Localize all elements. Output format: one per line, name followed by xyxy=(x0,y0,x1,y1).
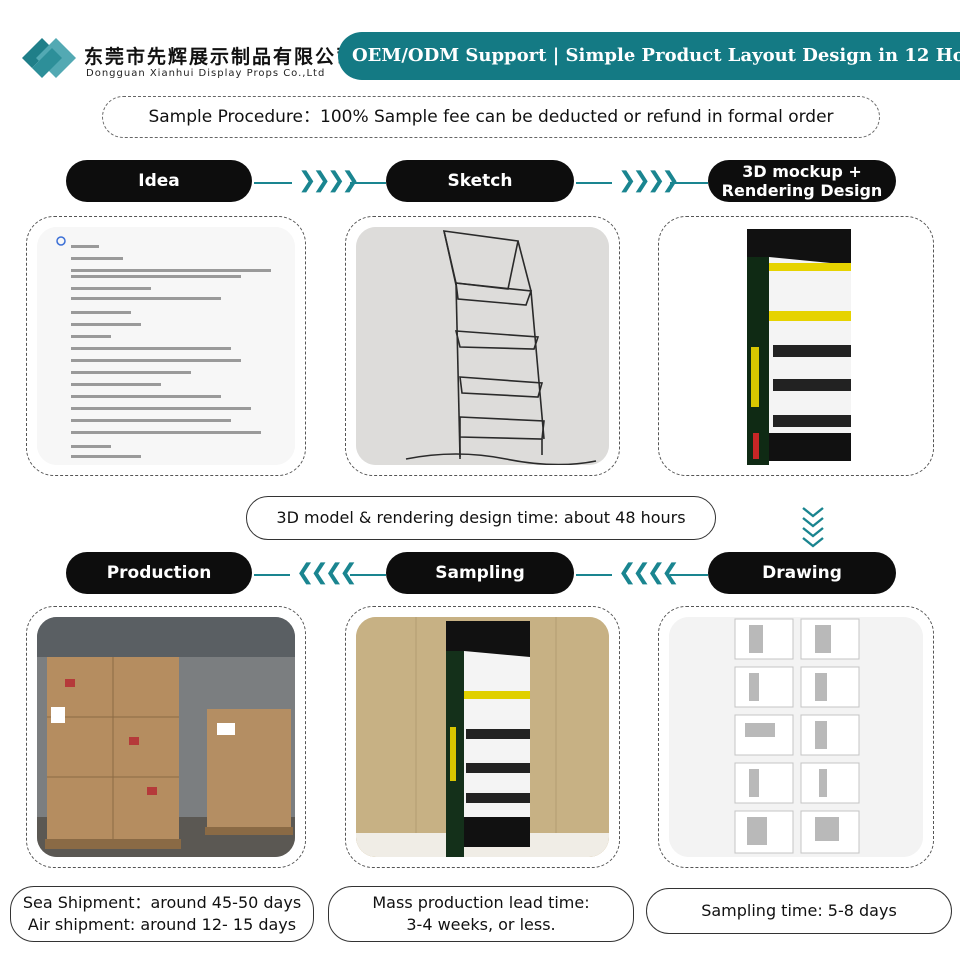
connector-line xyxy=(254,574,290,576)
email-screenshot xyxy=(37,227,295,465)
step-idea: Idea xyxy=(66,160,252,202)
technical-drawings xyxy=(669,617,923,857)
rendering-image-card xyxy=(658,216,934,476)
connector-line xyxy=(576,182,612,184)
connector-line xyxy=(576,574,612,576)
chevrons-down-icon xyxy=(802,507,824,548)
production-image-card xyxy=(26,606,306,868)
step-drawing: Drawing xyxy=(708,552,896,594)
technical-drawings-graphic xyxy=(669,617,923,857)
step-drawing-label: Drawing xyxy=(762,562,842,583)
sample-display-photo xyxy=(356,617,609,857)
connector-line xyxy=(670,182,708,184)
step-sampling: Sampling xyxy=(386,552,574,594)
mass-production-line2: 3-4 weeks, or less. xyxy=(406,915,556,934)
company-name-english: Dongguan Xianhui Display Props Co.,Ltd xyxy=(86,68,326,79)
connector-line xyxy=(670,574,708,576)
step-3d-mockup: 3D mockup + Rendering Design xyxy=(708,160,896,202)
sampling-image-card xyxy=(345,606,620,868)
sampling-time-text: Sampling time: 5-8 days xyxy=(701,901,897,920)
connector-line xyxy=(254,182,292,184)
connector-line xyxy=(350,574,386,576)
shelf-sketch-graphic xyxy=(356,227,609,465)
connector-line xyxy=(350,182,386,184)
sketch-image-card xyxy=(345,216,620,476)
mass-production-line1: Mass production lead time: xyxy=(372,893,590,912)
air-shipment-text: Air shipment: around 12- 15 days xyxy=(27,915,297,934)
chevrons-left-icon: ❮❮❮❮ xyxy=(296,560,358,585)
step-sketch-label: Sketch xyxy=(447,170,513,191)
sample-procedure-note: Sample Procedure：100% Sample fee can be … xyxy=(102,96,880,138)
company-logo-icon xyxy=(22,38,76,78)
display-rendering-graphic xyxy=(747,229,851,465)
header-banner: OEM/ODM Support | Simple Product Layout … xyxy=(338,32,960,80)
step-idea-label: Idea xyxy=(138,170,180,191)
step-production-label: Production xyxy=(106,562,212,583)
email-screenshot-graphic xyxy=(37,227,295,465)
sea-shipment-text: Sea Shipment：around 45-50 days xyxy=(22,893,302,912)
warehouse-photo xyxy=(37,617,295,857)
mass-production-note: Mass production lead time: 3-4 weeks, or… xyxy=(328,886,634,942)
idea-image-card xyxy=(26,216,306,476)
step-production: Production xyxy=(66,552,252,594)
step-sketch: Sketch xyxy=(386,160,574,202)
shelf-sketch xyxy=(356,227,609,465)
step-mockup-line1: 3D mockup + xyxy=(742,162,862,181)
shipment-times-note: Sea Shipment：around 45-50 days Air shipm… xyxy=(10,886,314,942)
model-time-text: 3D model & rendering design time: about … xyxy=(276,508,686,527)
display-rendering xyxy=(669,227,923,465)
chevrons-left-icon: ❮❮❮❮ xyxy=(618,560,680,585)
drawing-image-card xyxy=(658,606,934,868)
sample-display-photo-graphic xyxy=(356,617,609,857)
chevrons-right-icon: ❯❯❯❯ xyxy=(618,168,680,193)
step-mockup-line2: Rendering Design xyxy=(721,181,883,200)
model-time-note: 3D model & rendering design time: about … xyxy=(246,496,716,540)
sampling-time-note: Sampling time: 5-8 days xyxy=(646,888,952,934)
warehouse-photo-graphic xyxy=(37,617,295,857)
step-sampling-label: Sampling xyxy=(435,562,525,583)
company-name-chinese: 东莞市先辉展示制品有限公司 xyxy=(84,46,358,68)
chevrons-right-icon: ❯❯❯❯ xyxy=(298,168,360,193)
